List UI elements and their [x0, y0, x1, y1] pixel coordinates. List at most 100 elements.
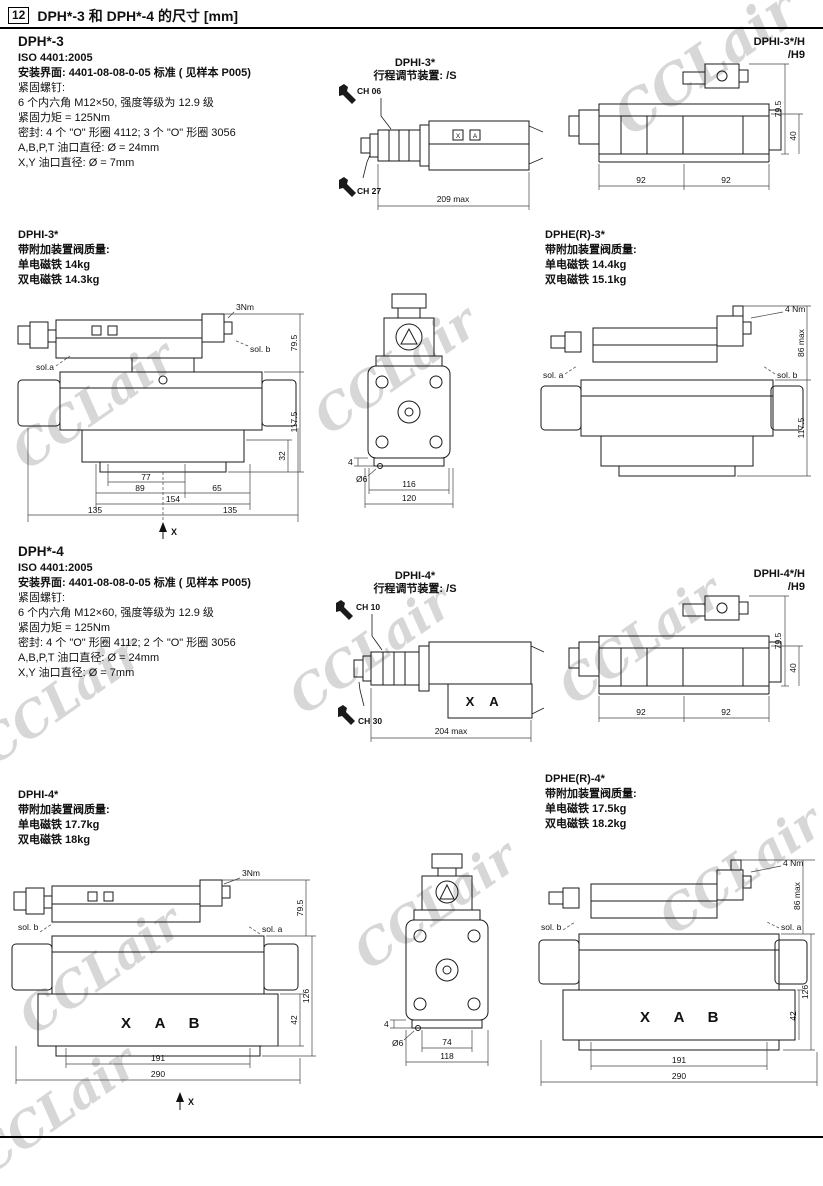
sol-right-label: sol. b — [250, 344, 271, 354]
stroke4-title: DPHI-4* — [394, 570, 436, 582]
valve-outline — [360, 120, 544, 171]
sol-left-label: sol. a — [543, 370, 564, 380]
sol-left-label: sol. b — [541, 922, 562, 932]
dim-height: 79.5 — [773, 632, 783, 649]
dim-pilot-height: 79.5 — [295, 899, 305, 916]
figure-dphi4-stroke-adjuster: CH 10 CH 30 X A 204 max — [336, 600, 545, 742]
figure-dph3-side: 4 Ø6 116 120 — [348, 293, 454, 508]
dim-4: 4 — [384, 1019, 389, 1029]
dimension-lines — [15, 877, 316, 1084]
valve-outline — [405, 853, 489, 1031]
valve-outline — [353, 641, 545, 719]
dph3-torque: 紧固力矩 = 125Nm — [18, 112, 110, 124]
dim-135-left: 135 — [88, 505, 102, 515]
wrench-icon — [339, 84, 356, 104]
torque-label: 4 Nm — [785, 304, 805, 314]
valve-outline — [17, 313, 297, 473]
dph4-iso: ISO 4401:2005 — [18, 562, 93, 574]
dim-width2: 92 — [721, 707, 731, 717]
dim-width1: 92 — [636, 707, 646, 717]
ch-top-label: CH 06 — [357, 86, 381, 96]
stroke3-caption: DPHI-3* 行程调节装置: /S — [330, 57, 500, 83]
port-a-label: A — [473, 133, 478, 140]
dimension-lines — [354, 457, 454, 508]
hole-diameter-label: Ø6 — [392, 1038, 404, 1048]
stroke3-title: DPHI-3* — [394, 57, 436, 69]
dimension-lines — [370, 688, 532, 742]
dim-length: 204 max — [435, 726, 468, 736]
figure-dphi3-stroke-adjuster: CH 06 CH 27 X A 209 max — [339, 84, 544, 210]
dimension-lines — [27, 311, 304, 522]
figure-dphe3-front: 4 Nm sol. a sol. b 86 max 117.5 — [540, 304, 811, 477]
dphi4-weight-double: 双电磁铁 18kg — [18, 834, 91, 846]
dphi3-weight-block: DPHI-3* 带附加装置阀质量: 单电磁铁 14kg 双电磁铁 14.3kg — [18, 228, 110, 288]
ch-top-label: CH 10 — [356, 602, 380, 612]
dphe3-weight-double: 双电磁铁 15.1kg — [545, 274, 627, 286]
dphe3-weight-caption: 带附加装置阀质量: — [545, 244, 637, 256]
footer-rule — [0, 1136, 823, 1138]
dim-height2: 40 — [788, 131, 798, 141]
h3-caption: DPHI-3*/H /H9 — [690, 36, 805, 62]
valve-outline — [568, 595, 782, 695]
valve-outline — [11, 879, 299, 1057]
dph3-seals: 密封: 4 个 "O" 形圈 4112; 3 个 "O" 形圈 3056 — [18, 127, 236, 139]
dph4-specs: ISO 4401:2005 安装界面: 4401-08-08-0-05 标准 (… — [18, 561, 338, 681]
dph4-mount: 安装界面: 4401-08-08-0-05 标准 ( 见样本 P005) — [18, 577, 251, 589]
dphi3-weight-single: 单电磁铁 14kg — [18, 259, 91, 271]
stroke4-caption: DPHI-4* 行程调节装置: /S — [330, 570, 500, 596]
dim-length: 209 max — [437, 194, 470, 204]
wrench-icon — [338, 705, 355, 725]
dph4-screw-label: 紧固螺钉: — [18, 592, 66, 604]
dim-height: 79.5 — [773, 100, 783, 117]
dim-block-height: 42 — [289, 1015, 299, 1025]
dph3-ports-xy: X,Y 油口直径: Ø = 7mm — [18, 157, 135, 169]
dph3-specs: ISO 4401:2005 安装界面: 4401-08-08-0-05 标准 (… — [18, 51, 338, 171]
dphe4-weight-block: DPHE(R)-4* 带附加装置阀质量: 单电磁铁 17.5kg 双电磁铁 18… — [545, 772, 637, 832]
h4-title: DPHI-4*/H — [753, 568, 805, 580]
section-number: 12 — [8, 7, 30, 24]
figure-dphe4-front: 4 Nm sol. b sol. a X A B 86 max 126 42 1… — [538, 858, 818, 1086]
dim-86max: 86 max — [792, 881, 802, 910]
leader-line — [371, 614, 383, 651]
dphi3-weight-title: DPHI-3* — [18, 229, 59, 241]
port-b-label: B — [189, 1015, 200, 1032]
dim-86max: 86 max — [796, 328, 806, 357]
dim-pilot-height: 79.5 — [289, 334, 299, 351]
sol-right-label: sol. a — [262, 924, 283, 934]
dim-290: 290 — [151, 1069, 165, 1079]
dim-191: 191 — [672, 1055, 686, 1065]
dph4-torque: 紧固力矩 = 125Nm — [18, 622, 110, 634]
port-x-label: X — [456, 133, 461, 140]
ch-bottom-label: CH 27 — [357, 186, 381, 196]
dph3-ports-abpt: A,B,P,T 油口直径: Ø = 24mm — [18, 142, 160, 154]
dim-4: 4 — [348, 457, 353, 467]
torque-label: 3Nm — [242, 868, 260, 878]
dimension-lines — [598, 595, 803, 722]
dim-120: 120 — [402, 493, 416, 503]
dph4-screw-spec: 6 个内六角 M12×60, 强度等级为 12.9 级 — [18, 607, 214, 619]
figure-dphi3-h: 79.5 40 92 92 — [568, 63, 803, 190]
valve-outline — [540, 305, 804, 477]
port-a-label: A — [155, 1015, 166, 1032]
sol-right-label: sol. b — [777, 370, 798, 380]
dimension-lines — [390, 1019, 489, 1066]
dimension-lines — [540, 859, 818, 1086]
dphe3-weight-single: 单电磁铁 14.4kg — [545, 259, 627, 271]
figure-dphi3-front: 3Nm sol.a sol. b 79.5 117.5 32 77 89 65 … — [17, 302, 304, 539]
dim-block-height: 42 — [788, 1011, 798, 1021]
dimension-lines — [564, 305, 811, 477]
port-x-label: X — [640, 1009, 650, 1026]
leader-line — [362, 154, 371, 179]
dphi4-weight-block: DPHI-4* 带附加装置阀质量: 单电磁铁 17.7kg 双电磁铁 18kg — [18, 788, 110, 848]
dim-body-height: 126 — [301, 989, 311, 1003]
wrench-icon — [339, 177, 356, 197]
dim-width1: 92 — [636, 175, 646, 185]
port-a-label: A — [489, 694, 499, 709]
stroke4-subtitle: 行程调节装置: /S — [373, 583, 457, 595]
valve-outline — [367, 293, 451, 469]
dphe4-weight-double: 双电磁铁 18.2kg — [545, 818, 627, 830]
dim-118: 118 — [440, 1051, 454, 1061]
figure-dphi4-front: 3Nm sol. b sol. a X A B 79.5 126 42 191 … — [11, 868, 316, 1110]
dph4-ports-abpt: A,B,P,T 油口直径: Ø = 24mm — [18, 652, 160, 664]
